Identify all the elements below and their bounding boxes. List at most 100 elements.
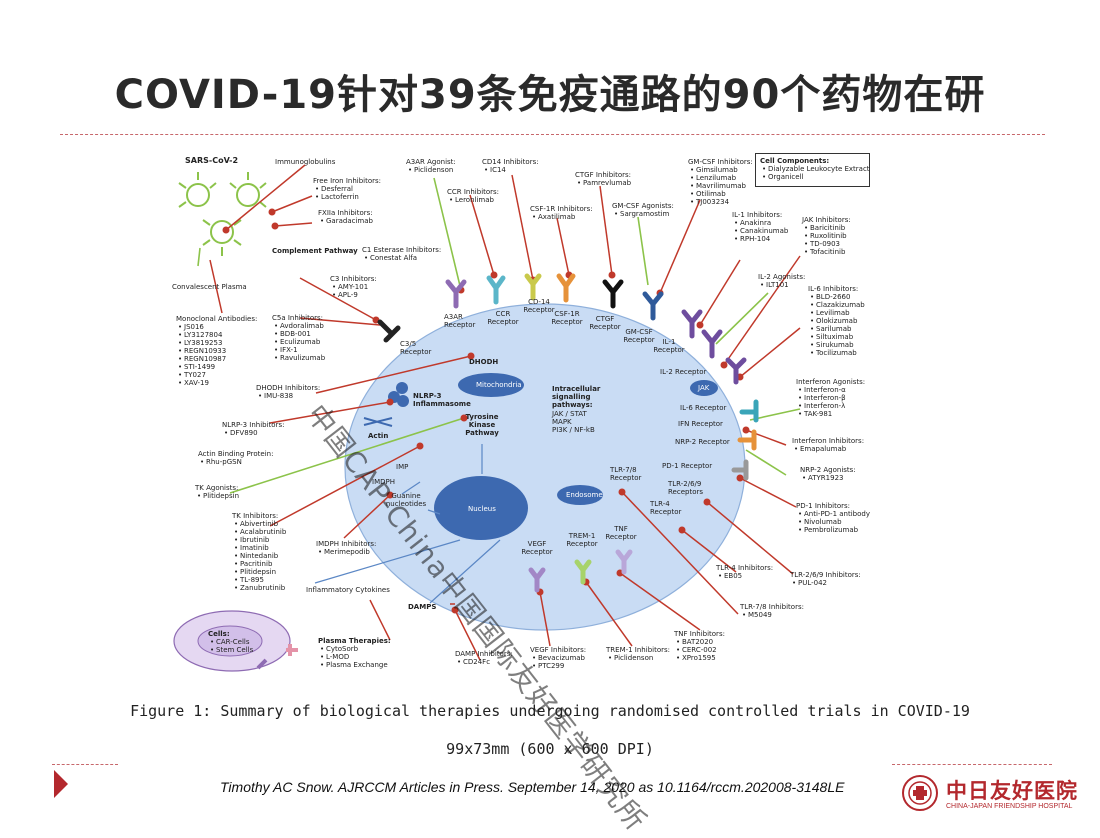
- receptor-tlr4: TLR-4 Receptor: [650, 500, 682, 516]
- receptor-csf1r: CSF-1R Receptor: [551, 310, 583, 326]
- imp-label: IMP: [396, 463, 409, 471]
- group-c5a: C5a Inhibitors:AvdoralimabBDB-001Eculizu…: [272, 314, 325, 362]
- receptor-c35: C3/5 Receptor: [400, 340, 432, 356]
- endosome-label: Endosome: [566, 491, 603, 499]
- jak-label: JAK: [698, 384, 710, 392]
- group-tlr78: TLR-7/8 Inhibitors:M5049: [740, 603, 804, 619]
- group-jak: JAK Inhibitors:BaricitinibRuxolitinibTD-…: [802, 216, 851, 256]
- group-nlrp3: NLRP-3 Inhibitors:DFV890: [222, 421, 284, 437]
- signal-lines: JAK / STAT MAPK PI3K / NF-kB: [552, 410, 595, 434]
- group-dhodh: DHODH Inhibitors:IMU-838: [256, 384, 320, 400]
- csf1r-receptor-shape: [556, 273, 576, 303]
- plasma-receptor-purple: [256, 658, 268, 670]
- nlrp3-node-c: [397, 395, 409, 407]
- signal-title: Intracellular signalling pathways:: [552, 385, 601, 409]
- receptor-vegf: VEGF Receptor: [521, 540, 553, 556]
- tnf-receptor-shape: [615, 549, 633, 575]
- cell-components-label: Cell Components: Dialyzable Leukocyte Ex…: [760, 157, 870, 181]
- mitochondria: [458, 373, 524, 397]
- group-damp: DAMP Inhibitors:CD24Fc: [455, 650, 513, 666]
- hospital-logo-en: CHINA-JAPAN FRIENDSHIP HOSPITAL: [946, 803, 1073, 810]
- endosome: [557, 485, 603, 505]
- convalescent-label: Convalescent Plasma: [172, 283, 247, 291]
- receptor-pd1: PD-1 Receptor: [662, 462, 713, 470]
- receptor-nrp2: NRP-2 Receptor: [675, 438, 730, 446]
- receptor-trem1: TREM-1 Receptor: [566, 532, 598, 548]
- ifn-receptor-shape: [739, 399, 759, 423]
- group-ccr: CCR Inhibitors:Leronlimab: [447, 188, 499, 204]
- il2-receptor-shape: [701, 329, 723, 359]
- nrp2-receptor-shape: [737, 429, 757, 451]
- receptor-il2: IL-2 Receptor: [660, 368, 707, 376]
- damps-label: DAMPS: [408, 603, 437, 611]
- group-ifni: Interferon Inhibitors:Emapalumab: [792, 437, 864, 453]
- receptor-a3ar: A3AR Receptor: [444, 313, 476, 329]
- jak-node: [690, 380, 718, 396]
- nlrp3-label: NLRP-3 Inflammasome: [413, 392, 471, 408]
- group-cells: Cells:CAR-CellsStem Cells: [208, 630, 253, 654]
- group-fxii: FXIIa Inhibitors:Garadacimab: [318, 209, 373, 225]
- group-gmcsfi: GM-CSF Inhibitors:GimsilumabLenzilumabMa…: [688, 158, 753, 206]
- figure-size-note: 99x73mm (600 x 600 DPI): [446, 740, 654, 758]
- group-mab: Monoclonal Antibodies:JS016LY3127804LY38…: [176, 315, 257, 387]
- plasma-receptor-pink: [286, 644, 298, 656]
- group-il2: IL-2 Agonists:ILT101: [758, 273, 805, 289]
- receptor-cd14: CD-14 Receptor: [523, 298, 555, 314]
- hospital-logo-icon: [902, 775, 938, 811]
- footer-divider-right: [892, 764, 1052, 765]
- nlrp3-node-b: [396, 382, 408, 394]
- tk-label: Tyrosine Kinase Pathway: [465, 413, 499, 437]
- inflam-label: Inflammatory Cytokines: [306, 586, 390, 594]
- guanine-label: Guanine nucleotides: [385, 492, 427, 508]
- group-a3ar: A3AR Agonist:Piclidenson: [406, 158, 456, 174]
- receptor-il1: IL-1 Receptor: [653, 338, 685, 354]
- c35-receptor-shape: [377, 319, 401, 343]
- a3ar-receptor-shape: [445, 279, 467, 309]
- vegf-receptor-shape: [528, 567, 546, 593]
- footer-divider-left: [52, 764, 118, 765]
- receptor-ifn: IFN Receptor: [678, 420, 723, 428]
- group-cd14: CD14 Inhibitors:IC14: [482, 158, 539, 174]
- group-actin: Actin Binding Protein:Rhu-pGSN: [198, 450, 273, 466]
- group-impdh: IMDPH Inhibitors:Merimepodib: [316, 540, 376, 556]
- sars-label: SARS-CoV-2: [185, 156, 239, 165]
- sars-cov-2-virus: [178, 172, 267, 256]
- group-immuno: Immunoglobulins: [275, 158, 336, 166]
- ccr-receptor-shape: [486, 275, 506, 305]
- receptor-ctgf: CTGF Receptor: [589, 315, 621, 331]
- group-c1est: C1 Esterase Inhibitors:Conestat Alfa: [362, 246, 441, 262]
- receptor-tlr78: TLR-7/8 Receptor: [610, 466, 642, 482]
- group-ifna: Interferon Agonists:Interferon-αInterfer…: [796, 378, 865, 418]
- group-trem1: TREM-1 Inhibitors:Piclidenson: [606, 646, 670, 662]
- group-tkag: TK Agonists:Plitidepsin: [195, 484, 239, 500]
- slide-title: COVID-19针对39条免疫通路的90个药物在研: [114, 72, 986, 118]
- receptor-il6: IL-6 Receptor: [680, 404, 727, 412]
- il6-receptor-shape: [725, 357, 747, 385]
- group-csf1r: CSF-1R Inhibitors:Axatilimab: [530, 205, 593, 221]
- group-plasma: Plasma Therapies:CytoSorbL-MODPlasma Exc…: [318, 637, 391, 669]
- group-tlr269: TLR-2/6/9 Inhibitors:PUL-042: [790, 571, 861, 587]
- group-pd1: PD-1 Inhibitors:Anti-PD-1 antibodyNivolu…: [796, 502, 870, 534]
- citation: Timothy AC Snow. AJRCCM Articles in Pres…: [220, 779, 845, 795]
- impdh-label: IMDPH: [372, 478, 395, 486]
- receptor-ccr: CCR Receptor: [487, 310, 519, 326]
- ctgf-receptor-shape: [602, 279, 624, 309]
- group-il6: IL-6 Inhibitors:BLD-2660ClazakizumabLevi…: [808, 285, 865, 357]
- nucleus-label: Nucleus: [468, 505, 496, 513]
- footer-arrow-icon: [54, 770, 68, 798]
- group-ctgf: CTGF Inhibitors:Pamrevlumab: [575, 171, 631, 187]
- gmcsf-receptor-shape: [642, 291, 664, 321]
- group-gmcsfa: GM-CSF Agonists:Sargramostim: [612, 202, 674, 218]
- dhodh-label: DHODH: [469, 358, 499, 366]
- group-vegf: VEGF Inhibitors:BevacizumabPTC299: [530, 646, 586, 670]
- pd1-receptor-shape: [731, 459, 749, 481]
- trem1-receptor-shape: [574, 559, 592, 585]
- receptor-tnf: TNF Receptor: [605, 525, 637, 541]
- cd14-receptor-shape: [524, 273, 542, 301]
- nucleus: [434, 476, 528, 540]
- group-tlr4: TLR-4 Inhibitors:EB05: [716, 564, 773, 580]
- group-tki: TK Inhibitors:AbivertinibAcalabrutinibIb…: [232, 512, 286, 592]
- group-tnf: TNF Inhibitors:BAT2020CERC-002XPro1595: [674, 630, 725, 662]
- group-il1: IL-1 Inhibitors:AnakinraCanakinumabRPH-1…: [732, 211, 788, 243]
- hospital-logo-cn: 中日友好医院: [946, 778, 1078, 803]
